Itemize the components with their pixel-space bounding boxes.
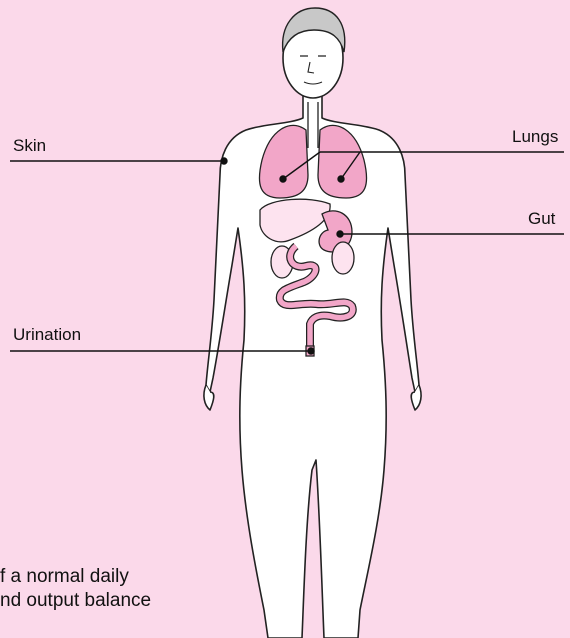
right-kidney bbox=[332, 242, 354, 274]
caption-line-2: nd output balance bbox=[0, 589, 300, 613]
skin-label: Skin bbox=[13, 136, 46, 156]
body-outline bbox=[204, 96, 421, 638]
caption-line-1: f a normal daily bbox=[0, 565, 300, 589]
urination-label: Urination bbox=[13, 325, 81, 345]
head bbox=[283, 8, 345, 98]
lungs-label: Lungs bbox=[512, 127, 558, 147]
gut-label: Gut bbox=[528, 209, 555, 229]
caption: f a normal daily nd output balance bbox=[0, 565, 300, 613]
